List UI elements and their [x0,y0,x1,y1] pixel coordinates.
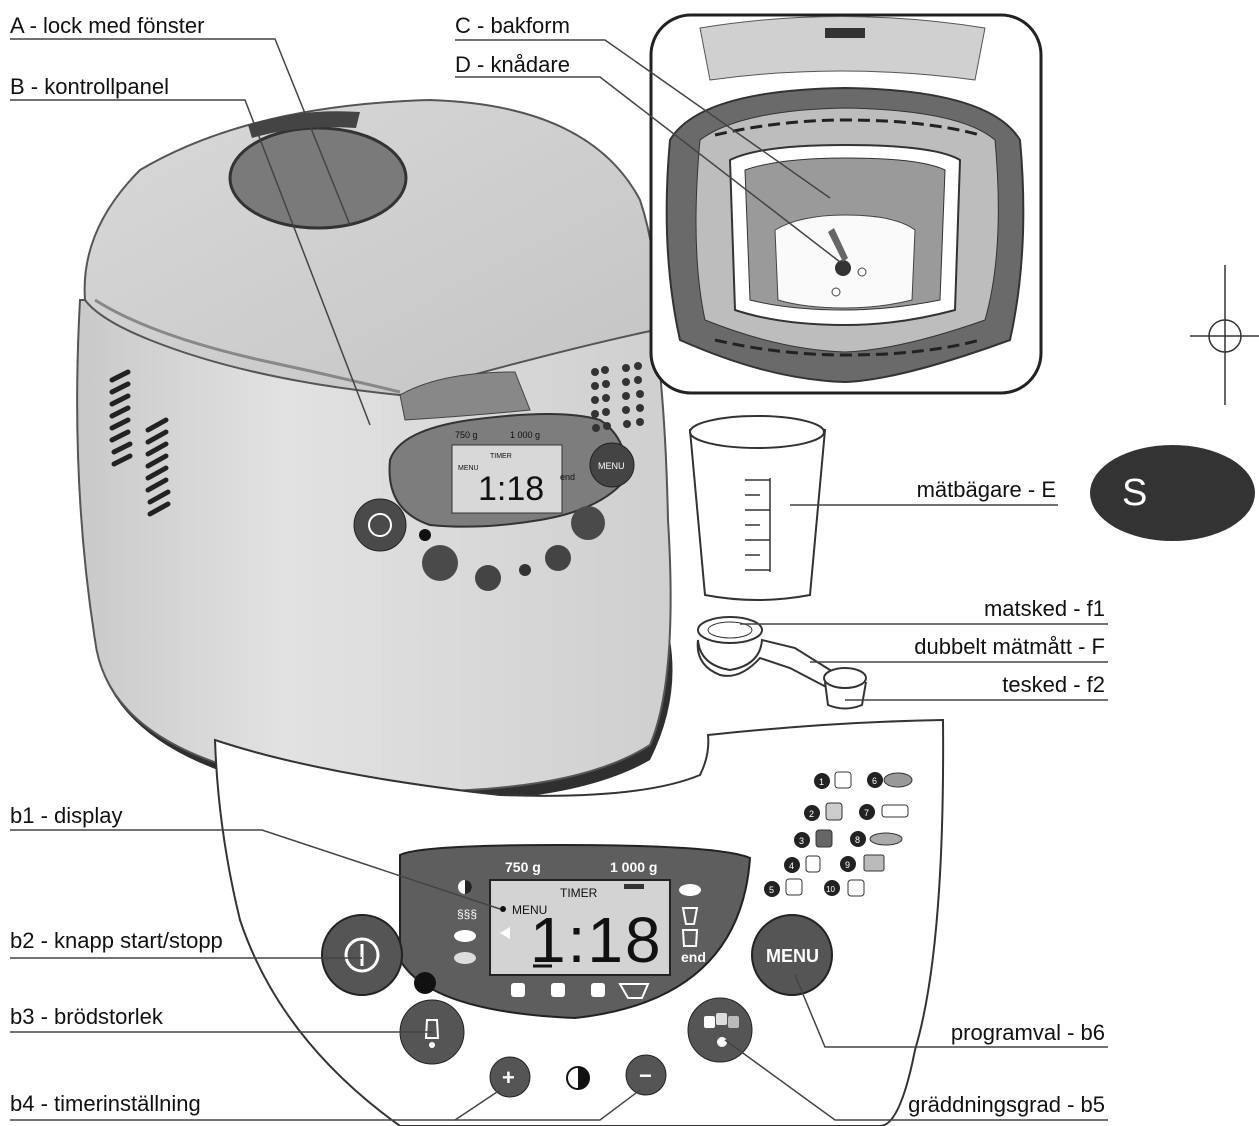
small-menu-button [589,442,635,488]
svg-text:7: 7 [864,808,869,818]
leader-lines [10,38,1108,1121]
indicator-light [414,972,436,994]
label-measuring-cup: mätbägare - E [916,477,1056,502]
lid-window [228,126,408,230]
svg-text:9: 9 [845,860,850,870]
small-weight-small: 750 g [455,430,478,440]
minus-label: − [639,1063,652,1088]
program-icons: 1 2 3 4 5 6 7 8 9 10 [764,771,913,897]
svg-text:6: 6 [872,776,877,786]
bread-maker-body: 750 g 1 000 g TIMER MENU 1:18 end MENU [76,98,673,803]
label-crust-color: gräddningsgrad - b5 [908,1092,1105,1117]
inset-open-machine [649,13,1259,405]
small-crust-button [571,506,605,540]
plus-button[interactable] [489,1056,531,1098]
end-indicator: end [681,949,706,965]
label-loaf-size: b3 - brödstorlek [10,1004,163,1029]
svg-text:5: 5 [769,885,774,895]
weight-small: 750 g [505,859,541,875]
program-5: 5 [764,878,803,897]
label-timer-setting: b4 - timerinställning [10,1091,201,1116]
program-10: 10 [824,879,865,897]
label-display: b1 - display [10,803,123,828]
program-1: 1 [814,771,852,789]
svg-text:3: 3 [799,836,804,846]
small-timer: TIMER [490,453,512,460]
program-7: 7 [859,804,909,820]
svg-text:4: 4 [789,861,794,871]
timer-indicator: TIMER [560,886,598,900]
small-end: end [560,472,575,482]
label-lid-window: A - lock med fönster [10,13,205,38]
crust-color-button[interactable] [687,997,753,1063]
svg-text:1: 1 [819,777,824,787]
label-teaspoon: tesked - f2 [1002,672,1105,697]
svg-text:8: 8 [855,835,860,845]
side-vents [109,369,171,517]
keep-warm-icon [679,884,701,896]
program-8: 8 [850,831,903,847]
small-menu-label: MENU [458,465,479,472]
small-size-button [422,545,458,581]
kneader [835,260,851,276]
loaf-dark-icon [454,952,476,964]
time-readout: 1:18 [530,904,663,976]
small-menu-button-label: MENU [598,461,625,471]
svg-text:2: 2 [809,809,814,819]
program-4: 4 [784,855,821,873]
small-weight-large: 1 000 g [510,430,540,440]
small-start-button [353,498,407,552]
label-start-stop: b2 - knapp start/stopp [10,928,223,953]
bake-icon [681,907,699,925]
rest-icon [681,929,699,947]
lcd-display [489,879,671,976]
menu-button[interactable] [751,914,833,996]
small-time: 1:18 [478,470,544,508]
label-control-panel: B - kontrollpanel [10,74,169,99]
small-display [451,444,563,514]
weight-large: 1 000 g [610,859,657,875]
label-program-select: programval - b6 [950,1020,1105,1045]
program-2: 2 [804,802,843,821]
language-tab: S [1090,445,1255,541]
control-panel-detail: 750 g 1 000 g TIMER MENU 1:18 end §§§ [213,718,945,1126]
menu-indicator: MENU [512,903,547,917]
measuring-cup [688,415,827,601]
label-baking-pan: C - bakform [455,13,570,38]
svg-text:10: 10 [826,885,835,894]
small-minus-button [545,545,571,571]
bottom-stage-icons [511,983,650,999]
pointer-icon [500,927,510,939]
menu-button-label: MENU [766,946,819,966]
minus-button[interactable] [625,1054,667,1096]
label-tablespoon: matsked - f1 [983,596,1105,621]
small-plus-button [475,565,501,591]
label-kneader: D - knådare [455,52,570,77]
loaf-light-icon [454,930,476,942]
heat-icon: §§§ [457,907,477,921]
label-double-measure: dubbelt mätmått - F [914,634,1105,659]
plus-label: + [502,1065,515,1090]
program-3: 3 [794,829,833,848]
program-6: 6 [867,772,913,788]
program-9: 9 [840,854,885,872]
